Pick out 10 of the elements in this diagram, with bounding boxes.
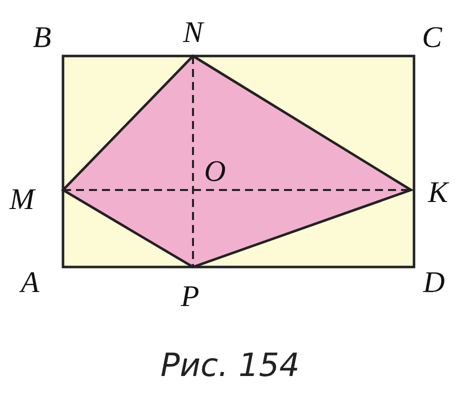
- point-label: M: [10, 185, 34, 215]
- point-label: A: [20, 268, 40, 298]
- point-label: C: [422, 23, 442, 53]
- point-label: B: [32, 23, 52, 53]
- point-label: N: [183, 18, 203, 48]
- point-label: P: [180, 282, 200, 312]
- point-label: K: [428, 178, 448, 208]
- caption: Рис. 154: [160, 346, 300, 384]
- point-label: D: [423, 268, 445, 298]
- point-label: O: [204, 157, 226, 187]
